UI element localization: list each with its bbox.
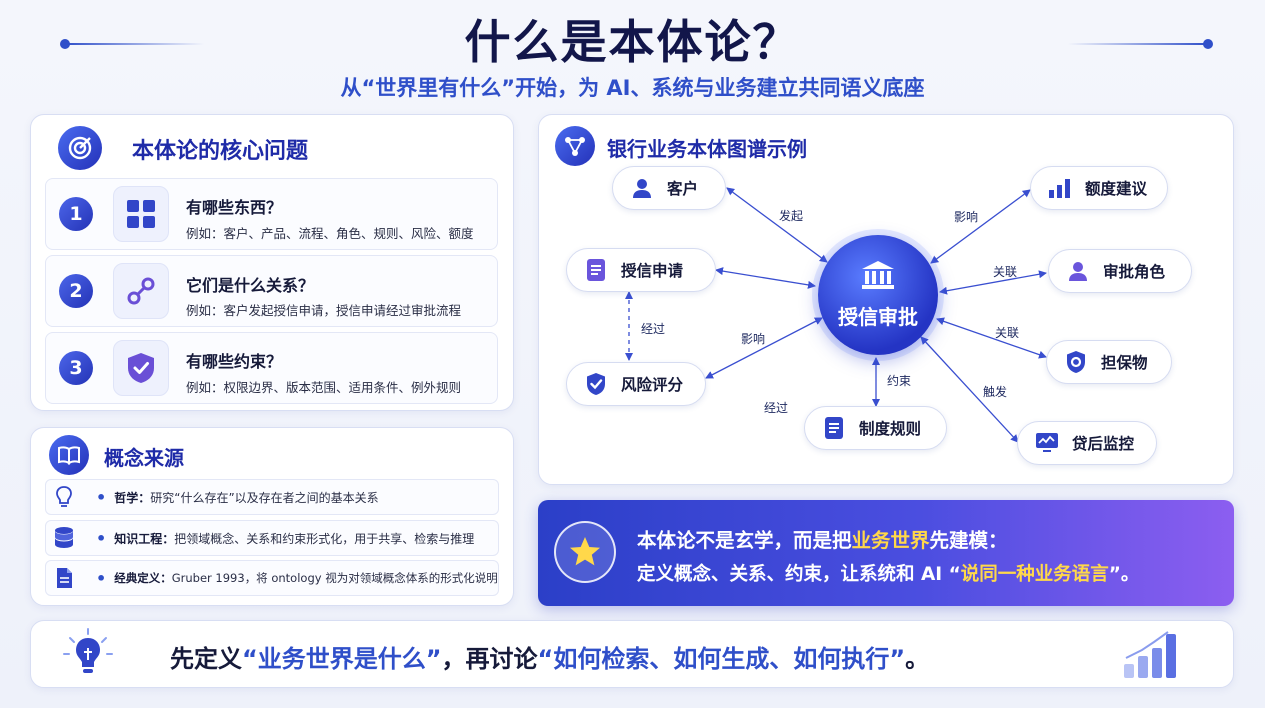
network-icon xyxy=(555,126,595,166)
edge-customer-center xyxy=(726,187,828,263)
document-icon xyxy=(46,567,82,589)
source-text: 研究“什么存在”以及存在者之间的基本关系 xyxy=(150,490,379,505)
page-subtitle: 从“世界里有什么”开始，为 AI、系统与业务建立共同语义底座 xyxy=(340,76,925,100)
node-credit-application[interactable]: 授信申请 xyxy=(566,248,716,292)
node-label: 客户 xyxy=(667,180,699,198)
node-label: 担保物 xyxy=(1101,354,1148,372)
target-icon xyxy=(58,126,102,170)
node-label: 制度规则 xyxy=(859,420,922,438)
node-label: 额度建议 xyxy=(1085,180,1148,198)
shield-check-icon xyxy=(113,340,169,396)
node-approval-role[interactable]: 审批角色 xyxy=(1048,249,1192,293)
node-risk-score[interactable]: 风险评分 xyxy=(566,362,706,406)
source-label: 知识工程： xyxy=(114,531,175,546)
banner-line-2: 定义概念、关系、约束，让系统和 AI “说同一种业务语言”。 xyxy=(637,564,1140,585)
header-line-left xyxy=(64,43,204,45)
node-credit-approval-center[interactable]: 授信审批 xyxy=(818,235,938,355)
bottom-statement: 先定义“业务世界是什么”，再讨论“如何检索、如何生成、如何执行”。 xyxy=(170,645,930,673)
node-post-loan-monitoring[interactable]: 贷后监控 xyxy=(1017,421,1157,465)
node-limit-suggestion[interactable]: 额度建议 xyxy=(1030,166,1168,210)
shield-icon xyxy=(1063,349,1089,375)
question-desc-1: 例如：客户、产品、流程、角色、规则、风险、额度 xyxy=(186,226,474,241)
question-number-2: 2 xyxy=(59,274,93,308)
star-icon xyxy=(554,521,616,583)
form-icon xyxy=(583,257,609,283)
summary-banner xyxy=(538,500,1234,606)
edge-label-initiate: 发起 xyxy=(779,209,804,223)
bank-icon xyxy=(861,260,895,295)
source-text: Gruber 1993，将 ontology 视为对领域概念体系的形式化说明 xyxy=(171,571,498,585)
core-questions-title: 本体论的核心问题 xyxy=(132,139,309,164)
bar-chart-icon xyxy=(1047,175,1073,201)
link-icon xyxy=(113,263,169,319)
bottom-quote-1: “业务世界是什么” xyxy=(242,645,442,673)
page-title: 什么是本体论？ xyxy=(464,15,801,69)
node-label: 授信申请 xyxy=(621,262,684,280)
edge-risk-center xyxy=(705,317,823,379)
document-icon xyxy=(821,415,847,441)
edge-label-affect-2: 影响 xyxy=(954,210,979,224)
source-label: 经典定义： xyxy=(114,571,172,585)
edge-label-trigger: 触发 xyxy=(983,385,1008,399)
banner-line-1: 本体论不是玄学，而是把业务世界先建模： xyxy=(637,529,1008,552)
source-row-classic-definition: • 经典定义：Gruber 1993，将 ontology 视为对领域概念体系的… xyxy=(45,560,499,596)
lightbulb-icon xyxy=(60,626,116,682)
banner-highlight-2: 说同一种业务语言 xyxy=(960,564,1109,585)
lightbulb-icon xyxy=(46,485,82,509)
bottom-quote-2: “如何检索、如何生成、如何执行” xyxy=(537,645,906,673)
question-desc-2: 例如：客户发起授信申请，授信申请经过审批流程 xyxy=(186,303,462,318)
source-label: 哲学： xyxy=(114,490,151,505)
question-title-3: 有哪些约束？ xyxy=(186,352,283,371)
edge-creditapp-center xyxy=(715,267,816,289)
header-dot-right xyxy=(1203,39,1213,49)
monitor-icon xyxy=(1034,430,1060,456)
database-icon xyxy=(46,526,82,550)
user-badge-icon xyxy=(1065,258,1091,284)
node-customer[interactable]: 客户 xyxy=(612,166,726,210)
header-line-right xyxy=(1068,43,1208,45)
node-collateral[interactable]: 担保物 xyxy=(1046,340,1172,384)
node-policy-rules[interactable]: 制度规则 xyxy=(804,406,947,450)
edge-collateral-center xyxy=(936,317,1047,359)
edge-label-affect-1: 影响 xyxy=(741,332,766,346)
shield-check-icon xyxy=(583,371,609,397)
source-row-knowledge-engineering: • 知识工程：把领域概念、关系和约束形式化，用于共享、检索与推理 xyxy=(45,520,499,556)
question-title-1: 有哪些东西？ xyxy=(186,198,283,217)
center-node-label: 授信审批 xyxy=(838,305,918,329)
source-text: 把领域概念、关系和约束形式化，用于共享、检索与推理 xyxy=(174,531,475,546)
edge-monitor-center xyxy=(920,336,1019,443)
bottom-bar xyxy=(30,620,1234,688)
edge-role-center xyxy=(939,270,1047,295)
grid-icon xyxy=(113,186,169,242)
question-title-2: 它们是什么关系？ xyxy=(186,276,315,295)
edge-label-via-1: 经过 xyxy=(641,322,666,336)
edge-label-constraint: 约束 xyxy=(887,374,912,388)
node-label: 风险评分 xyxy=(621,376,684,394)
person-icon xyxy=(629,175,655,201)
growth-chart-icon xyxy=(1122,630,1182,680)
source-row-philosophy: • 哲学：研究“什么存在”以及存在者之间的基本关系 xyxy=(45,479,499,515)
concept-sources-title: 概念来源 xyxy=(104,446,184,470)
book-icon xyxy=(49,435,89,475)
question-number-3: 3 xyxy=(59,351,93,385)
node-label: 贷后监控 xyxy=(1072,435,1135,453)
node-label: 审批角色 xyxy=(1103,263,1166,281)
edge-label-via-2: 经过 xyxy=(764,401,789,415)
edge-label-relate-2: 关联 xyxy=(995,326,1020,340)
banner-highlight-1: 业务世界 xyxy=(851,529,930,552)
ontology-graph-title: 银行业务本体图谱示例 xyxy=(607,137,807,161)
edge-limit-center xyxy=(930,189,1031,264)
question-desc-3: 例如：权限边界、版本范围、适用条件、例外规则 xyxy=(186,380,462,395)
edge-label-relate-1: 关联 xyxy=(993,265,1018,279)
question-number-1: 1 xyxy=(59,197,93,231)
